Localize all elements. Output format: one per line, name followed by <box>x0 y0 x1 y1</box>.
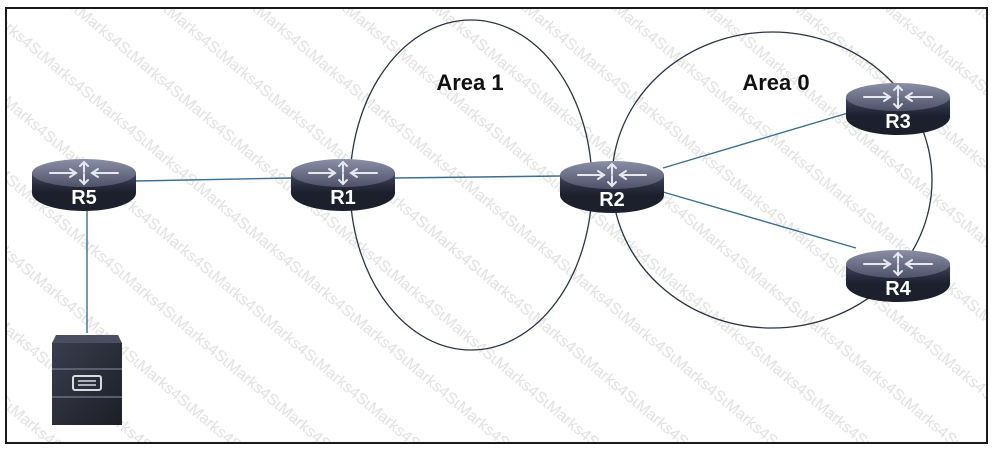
server-icon <box>52 335 122 425</box>
router-r5[interactable]: R5 <box>31 158 137 212</box>
link-r5-r1 <box>135 177 292 182</box>
router-r4[interactable]: R4 <box>845 249 951 303</box>
router-label: R5 <box>71 187 97 209</box>
watermark-pattern <box>7 9 986 442</box>
router-label: R4 <box>885 278 911 300</box>
router-r1[interactable]: R1 <box>290 158 396 212</box>
router-label: R3 <box>885 111 911 133</box>
link-r2-r4 <box>662 191 857 249</box>
router-label: R2 <box>599 189 625 211</box>
link-r2-r3 <box>662 112 849 169</box>
area-0-label: Area 0 <box>742 70 809 95</box>
router-r2[interactable]: R2 <box>559 160 665 214</box>
router-label: R1 <box>330 187 356 209</box>
server[interactable] <box>52 335 122 425</box>
area-1-label: Area 1 <box>436 70 503 95</box>
link-r1-r2 <box>394 175 561 179</box>
router-r3[interactable]: R3 <box>845 82 951 136</box>
